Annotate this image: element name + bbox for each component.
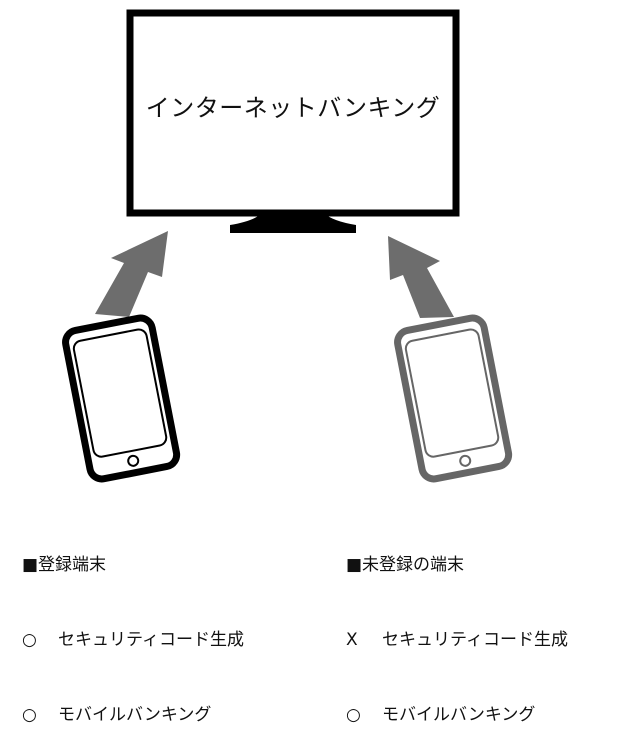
unregistered-feature-mark: ○ bbox=[346, 705, 361, 725]
registered-feature-row: ○ セキュリティコード生成 bbox=[22, 628, 244, 653]
unregistered-feature-row: X セキュリティコード生成 bbox=[346, 628, 568, 653]
registered-feature-label: セキュリティコード生成 bbox=[58, 630, 244, 650]
monitor bbox=[126, 9, 460, 233]
unregistered-phone-home-button bbox=[459, 454, 472, 467]
registered-feature-row: ○ モバイルバンキング bbox=[22, 703, 244, 728]
unregistered-feature-row: ○ モバイルバンキング bbox=[346, 703, 568, 728]
diagram-canvas bbox=[62, 9, 513, 483]
registered-feature-label: モバイルバンキング bbox=[58, 705, 212, 725]
arrow-right bbox=[388, 236, 454, 318]
registered-heading: ■登録端末 bbox=[22, 555, 107, 575]
unregistered-feature-label: モバイルバンキング bbox=[382, 705, 536, 725]
unregistered-phone-screen bbox=[404, 328, 500, 458]
unregistered-feature-mark: X bbox=[346, 630, 358, 650]
monitor-title: インターネットバンキング bbox=[145, 94, 441, 122]
registered-feature-mark: ○ bbox=[22, 630, 37, 650]
arrow-left bbox=[95, 231, 168, 317]
monitor-stand bbox=[230, 213, 356, 233]
arrow-left-shape bbox=[95, 231, 168, 317]
unregistered-feature-label: セキュリティコード生成 bbox=[382, 630, 568, 650]
registered-phone-screen bbox=[72, 328, 168, 458]
registered-device-info: ■登録端末 ○ セキュリティコード生成 ○ モバイルバンキング bbox=[22, 503, 244, 753]
registered-feature-mark: ○ bbox=[22, 705, 37, 725]
monitor-screen bbox=[126, 9, 460, 217]
unregistered-device-info: ■未登録の端末 X セキュリティコード生成 ○ モバイルバンキング bbox=[346, 503, 568, 753]
unregistered-phone bbox=[394, 314, 513, 483]
registered-phone-home-button bbox=[127, 454, 140, 467]
registered-phone bbox=[62, 314, 181, 483]
arrow-right-shape bbox=[388, 236, 454, 318]
unregistered-heading: ■未登録の端末 bbox=[346, 555, 465, 575]
